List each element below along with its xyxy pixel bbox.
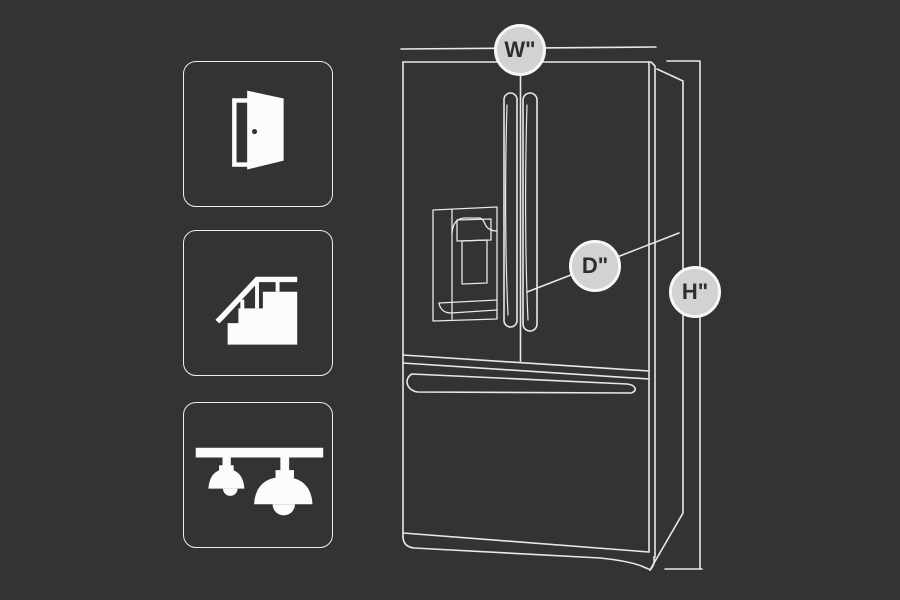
width-badge: W" (494, 24, 546, 76)
doors-bottom-line (402, 354, 650, 372)
drawer-bottom-line (402, 532, 650, 553)
open-door-icon (232, 90, 284, 170)
tile-stairway[interactable] (183, 230, 333, 376)
height-badge-label: H" (681, 279, 709, 304)
height-measure-line (664, 60, 703, 570)
depth-badge: D" (569, 240, 621, 292)
drawer-handle-recess (406, 373, 636, 394)
door-handles (503, 92, 538, 332)
water-dispenser (432, 206, 498, 322)
freezer-drawer (402, 373, 656, 571)
fridge-cabinet-outline (402, 61, 684, 571)
freezer-top-line (402, 362, 650, 380)
tile-lighting[interactable] (183, 402, 333, 548)
height-badge: H" (669, 266, 721, 318)
fridge-doors (402, 62, 650, 380)
stairs-icon (215, 276, 298, 345)
width-badge-label: W" (504, 37, 536, 62)
tile-doorway[interactable] (183, 61, 333, 207)
depth-badge-label: D" (581, 253, 609, 278)
ceiling-lights-icon (195, 447, 324, 516)
base-plinth-line (402, 535, 651, 571)
